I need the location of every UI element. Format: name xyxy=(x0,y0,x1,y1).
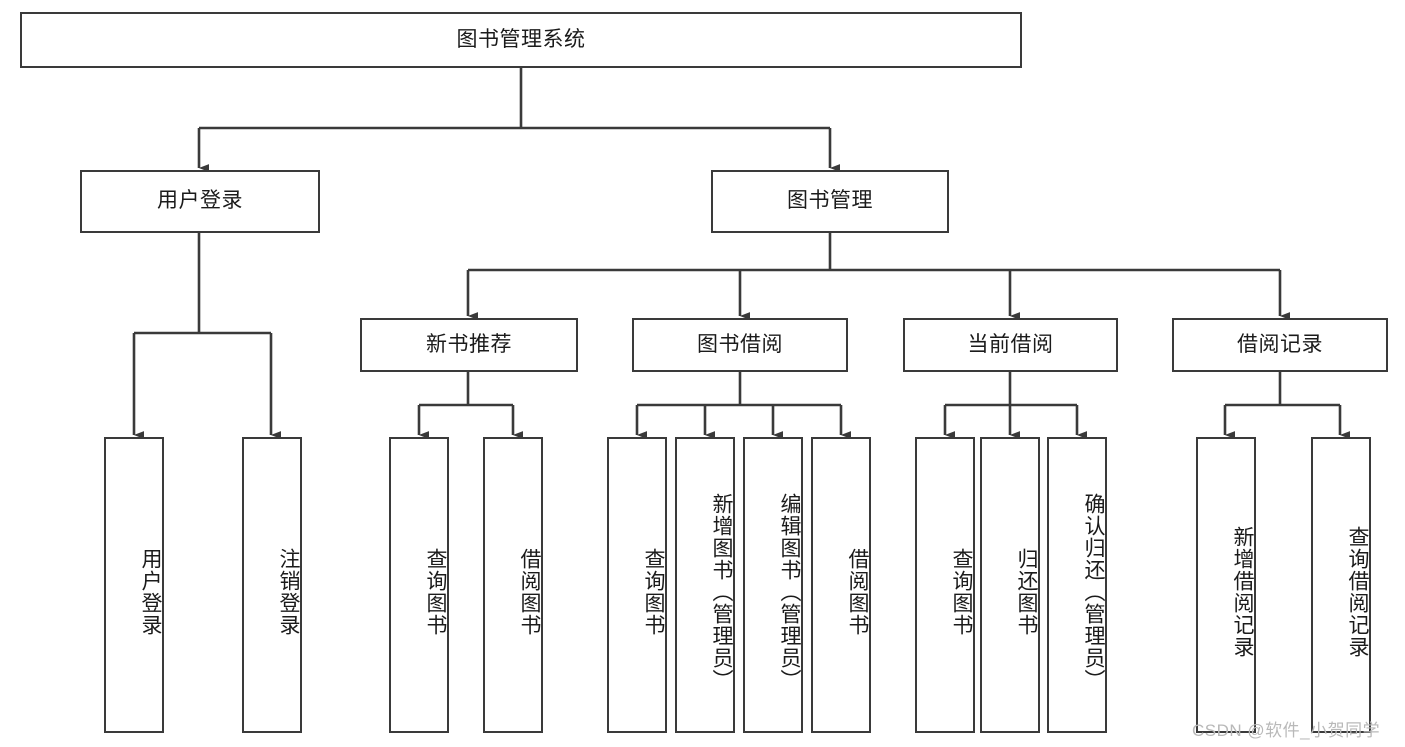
node-borrow-record-label: 借阅记录 xyxy=(1237,332,1323,356)
node-leaf-query-record-label: 查询借阅记录 xyxy=(1346,526,1369,658)
node-new-book-recommend-label: 新书推荐 xyxy=(426,332,512,356)
node-leaf-edit-book-label: 编辑图书（管理员） xyxy=(778,493,801,691)
node-current-borrow[interactable]: 当前借阅 xyxy=(903,318,1118,372)
node-leaf-borrow-book[interactable]: 借阅图书 xyxy=(811,437,871,733)
node-leaf-borrow-book-label: 借阅图书 xyxy=(846,548,869,636)
node-leaf-user-logout[interactable]: 注销登录 xyxy=(242,437,302,733)
node-leaf-query-book-current-label: 查询图书 xyxy=(950,548,973,636)
node-leaf-query-book-recommend-label: 查询图书 xyxy=(424,548,447,636)
node-book-manage-label: 图书管理 xyxy=(787,189,873,213)
node-leaf-query-record[interactable]: 查询借阅记录 xyxy=(1311,437,1371,733)
csdn-watermark: CSDN @软件_小贺同学 xyxy=(1192,721,1381,740)
node-leaf-query-book-recommend[interactable]: 查询图书 xyxy=(389,437,449,733)
node-leaf-confirm-return[interactable]: 确认归还（管理员） xyxy=(1047,437,1107,733)
node-leaf-user-login-label: 用户登录 xyxy=(139,548,162,636)
node-book-borrow[interactable]: 图书借阅 xyxy=(632,318,848,372)
node-leaf-confirm-return-label: 确认归还（管理员） xyxy=(1082,493,1105,691)
node-book-borrow-label: 图书借阅 xyxy=(697,332,783,356)
node-leaf-add-record[interactable]: 新增借阅记录 xyxy=(1196,437,1256,733)
node-leaf-return-book[interactable]: 归还图书 xyxy=(980,437,1040,733)
node-leaf-add-book[interactable]: 新增图书（管理员） xyxy=(675,437,735,733)
node-leaf-query-book-borrow-label: 查询图书 xyxy=(642,548,665,636)
node-leaf-user-login[interactable]: 用户登录 xyxy=(104,437,164,733)
node-borrow-record[interactable]: 借阅记录 xyxy=(1172,318,1388,372)
node-user-login-label: 用户登录 xyxy=(157,189,243,213)
node-leaf-add-book-label: 新增图书（管理员） xyxy=(710,493,733,691)
node-leaf-borrow-book-recommend[interactable]: 借阅图书 xyxy=(483,437,543,733)
node-leaf-query-book-borrow[interactable]: 查询图书 xyxy=(607,437,667,733)
node-leaf-return-book-label: 归还图书 xyxy=(1015,548,1038,636)
node-leaf-edit-book[interactable]: 编辑图书（管理员） xyxy=(743,437,803,733)
node-book-manage[interactable]: 图书管理 xyxy=(711,170,949,233)
node-current-borrow-label: 当前借阅 xyxy=(967,332,1054,356)
node-new-book-recommend[interactable]: 新书推荐 xyxy=(360,318,578,372)
node-root-label: 图书管理系统 xyxy=(456,27,586,51)
node-leaf-add-record-label: 新增借阅记录 xyxy=(1231,526,1254,658)
node-root[interactable]: 图书管理系统 xyxy=(20,12,1022,68)
node-leaf-query-book-current[interactable]: 查询图书 xyxy=(915,437,975,733)
node-leaf-user-logout-label: 注销登录 xyxy=(277,548,300,636)
node-leaf-borrow-book-recommend-label: 借阅图书 xyxy=(518,548,541,636)
node-user-login[interactable]: 用户登录 xyxy=(80,170,320,233)
